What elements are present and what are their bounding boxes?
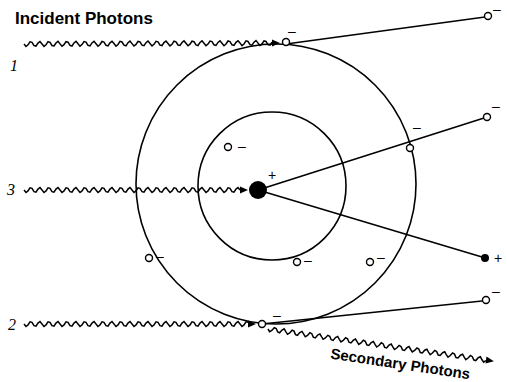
charge-sign: – <box>288 24 296 38</box>
nucleus <box>249 181 267 199</box>
electron <box>407 145 414 152</box>
ejected-electron <box>485 13 492 20</box>
electron <box>146 255 153 262</box>
ejected-electron <box>483 297 490 304</box>
charge-sign: – <box>377 250 385 264</box>
charge-sign: – <box>413 120 421 134</box>
charge-sign: – <box>156 249 164 263</box>
electron <box>259 321 266 328</box>
arrowhead <box>240 187 248 194</box>
heading-label: Incident Photons <box>15 10 153 27</box>
charge-sign: – <box>238 139 246 153</box>
electron <box>283 39 290 46</box>
arrowhead <box>272 40 280 47</box>
charge-sign: + <box>268 168 276 182</box>
ejected-electron-track <box>262 301 482 324</box>
callout-number: 3 <box>7 182 15 198</box>
ejected-electron-track <box>258 118 484 190</box>
callout-number: 2 <box>8 317 16 333</box>
charge-sign: – <box>273 308 281 322</box>
charge-sign: – <box>492 284 500 298</box>
callout-number: 1 <box>10 58 18 74</box>
electron <box>294 259 301 266</box>
charge-sign: – <box>493 2 501 16</box>
photon-wave <box>24 322 248 327</box>
charge-sign: – <box>304 253 312 267</box>
arrowhead <box>248 321 256 328</box>
electron <box>367 259 374 266</box>
electron <box>225 144 232 151</box>
photon-wave <box>24 41 272 47</box>
charge-sign: – <box>492 99 500 113</box>
caption-label: Secondary Photons <box>329 345 471 381</box>
photon-wave <box>24 188 240 193</box>
ejected-nucleus-track <box>258 190 482 257</box>
arrowhead <box>486 357 494 364</box>
charge-sign: + <box>494 251 502 265</box>
ejected-electron <box>484 114 491 121</box>
ejected-electron-track <box>286 17 485 44</box>
ejected-nucleus <box>481 254 489 262</box>
